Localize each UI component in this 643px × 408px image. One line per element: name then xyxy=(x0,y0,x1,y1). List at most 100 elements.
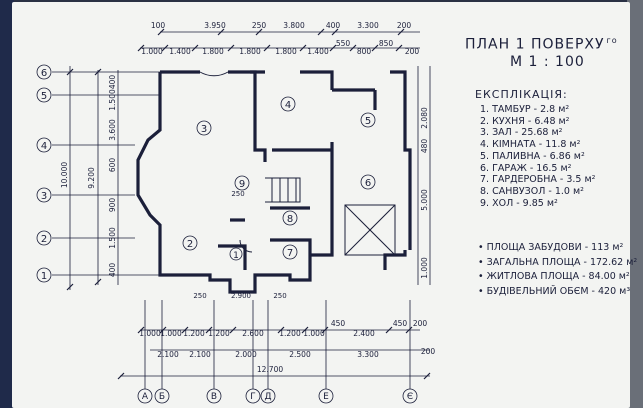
dimension-label: 3.950 xyxy=(204,21,226,30)
interior-dimensions: 2.900 250 250 250 xyxy=(193,190,286,300)
list-item: • ЗАГАЛЬНА ПЛОЩА - 172.62 м² xyxy=(478,256,638,268)
axis-row-5: 5 xyxy=(41,91,47,102)
axis-col-b: Б xyxy=(159,392,165,402)
dimension-label: 1.000 xyxy=(303,329,325,338)
binder-edge xyxy=(0,0,14,408)
explication-list: 1. ТАМБУР - 2.8 м² 2. КУХНЯ - 6.48 м² 3.… xyxy=(480,104,595,209)
dimension-label: 450 xyxy=(393,319,408,328)
bottom-dimensions: 1.000 1.000 1.200 1.200 2.600 1.200 1.00… xyxy=(139,319,435,374)
entry-door xyxy=(199,71,229,77)
dimension-label: 200 xyxy=(413,319,428,328)
list-item: • БУДІВЕЛЬНИЙ ОБЄМ - 420 м³ xyxy=(478,285,631,297)
dimension-label: 3.300 xyxy=(357,350,379,359)
title-superscript: го xyxy=(606,36,618,45)
dimension-label: 100 xyxy=(151,21,166,30)
dimension-label: 250 xyxy=(231,190,244,198)
column-axes: А Б В Г Д Е Є xyxy=(137,388,418,404)
dimension-label: 200 xyxy=(397,21,412,30)
axis-row-3: 3 xyxy=(41,191,47,202)
dimension-label: 900 xyxy=(108,198,117,213)
dimension-label: 1.000 xyxy=(141,47,163,56)
room-2: 2 xyxy=(187,239,193,250)
axis-col-g: Г xyxy=(250,392,256,402)
dimension-label: 450 xyxy=(331,319,346,328)
dimension-label: 1.000 xyxy=(420,257,429,279)
stair xyxy=(265,177,301,203)
dimension-label: 3.800 xyxy=(283,21,305,30)
axis-col-v: В xyxy=(211,392,217,402)
dimension-label: 1.400 xyxy=(169,47,191,56)
dimension-label: 1.500 xyxy=(108,89,117,111)
axis-row-1: 1 xyxy=(41,271,47,282)
dimension-label: 250 xyxy=(193,292,206,300)
dimension-label: 3.300 xyxy=(357,21,379,30)
axis-row-4: 4 xyxy=(41,141,47,152)
dimension-label: 1.000 xyxy=(160,329,182,338)
dimension-label: 1.000 xyxy=(139,329,161,338)
axis-row-2: 2 xyxy=(41,234,47,245)
desk-edge xyxy=(627,0,643,408)
axis-row-6: 6 xyxy=(41,68,47,79)
dimension-label: 9.200 xyxy=(87,167,96,189)
plan-scale: М 1 : 100 xyxy=(510,54,585,70)
room-8: 8 xyxy=(287,214,293,225)
list-item: 7. ГАРДЕРОБНА - 3.5 м² xyxy=(480,174,596,186)
dimension-label: 3.600 xyxy=(108,119,117,141)
room-1: 1 xyxy=(233,251,239,261)
list-item: 1. ТАМБУР - 2.8 м² xyxy=(480,104,570,115)
dimension-label: 1.800 xyxy=(239,47,261,56)
axis-col-d: Д xyxy=(264,392,271,402)
dimension-label: 400 xyxy=(326,21,341,30)
axis-col-a: А xyxy=(142,392,149,402)
dimension-label: 1.200 xyxy=(279,329,301,338)
top-dimensions: 100 3.950 250 3.800 400 3.300 200 1.000 … xyxy=(141,21,419,56)
room-7: 7 xyxy=(287,248,293,259)
dimension-label: 1.200 xyxy=(183,329,205,338)
left-dimensions: 10.000 9.200 400 1.500 3.600 600 900 1.5… xyxy=(60,75,117,278)
dimension-label: 200 xyxy=(405,47,420,56)
dimension-label: 600 xyxy=(108,158,117,173)
list-item: 2. КУХНЯ - 6.48 м² xyxy=(480,115,570,127)
explication-heading: ЕКСПЛІКАЦІЯ: xyxy=(475,88,568,101)
dimension-label: 2.100 xyxy=(189,350,211,359)
list-item: 8. САНВУЗОЛ - 1.0 м² xyxy=(480,185,584,197)
dimension-label: 1.400 xyxy=(307,47,329,56)
dimension-label: 1.200 xyxy=(208,329,230,338)
list-item: 5. ПАЛИВНА - 6.86 м² xyxy=(480,150,585,162)
paper-sheet xyxy=(12,2,630,408)
dimension-label: 400 xyxy=(108,263,117,278)
west-wall xyxy=(136,72,183,277)
dimension-label: 2.100 xyxy=(157,350,179,359)
dimension-label: 400 xyxy=(108,75,117,90)
dimension-label: 2.600 xyxy=(242,329,264,338)
dimension-label: 850 xyxy=(379,39,394,48)
dimension-label: 2.000 xyxy=(235,350,257,359)
overall-width: 12.700 xyxy=(257,365,283,374)
dimension-label: 2.400 xyxy=(353,329,375,338)
dimension-label: 2.080 xyxy=(420,107,429,129)
dimension-label: 250 xyxy=(252,21,267,30)
dimension-label: 550 xyxy=(336,39,351,48)
dimension-label: 5.000 xyxy=(420,189,429,211)
walls xyxy=(136,70,412,294)
room-3: 3 xyxy=(201,124,207,135)
dimension-label: 2.500 xyxy=(289,350,311,359)
room-9: 9 xyxy=(239,179,245,190)
dimension-label: 1.800 xyxy=(275,47,297,56)
dimension-label: 200 xyxy=(421,347,436,356)
dimension-label: 480 xyxy=(420,139,429,154)
room-4: 4 xyxy=(285,100,291,111)
axis-col-ye: Є xyxy=(407,392,413,402)
room-5: 5 xyxy=(365,116,371,127)
dimension-label: 1.800 xyxy=(202,47,224,56)
list-item: • ЖИТЛОВА ПЛОЩА - 84.00 м² xyxy=(478,271,630,283)
right-dimensions: 2.080 480 5.000 1.000 xyxy=(420,107,429,279)
dimension-label: 2.900 xyxy=(231,292,251,300)
dimension-label: 800 xyxy=(357,47,372,56)
row-axes: 6 5 4 3 2 1 xyxy=(36,64,52,283)
room-6: 6 xyxy=(365,178,371,189)
list-item: 4. КІМНАТА - 11.8 м² xyxy=(480,139,581,151)
